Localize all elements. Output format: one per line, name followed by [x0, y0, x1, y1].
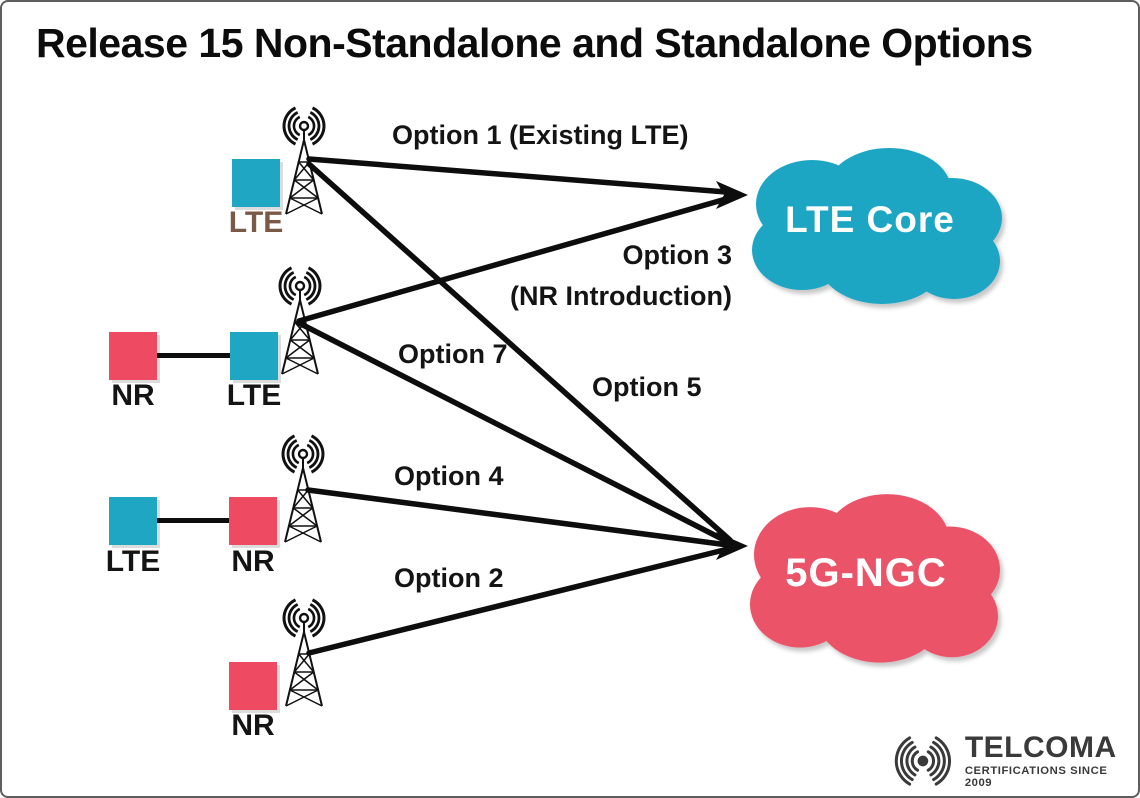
option-3-line [296, 196, 729, 324]
nr-cell-box-3 [229, 497, 277, 545]
option-3-label: Option 3 [622, 240, 733, 270]
option-7-label: Option 7 [398, 339, 508, 369]
option-3-sub-label: (NR Introduction) [510, 281, 732, 311]
5g-ngc-label: 5G-NGC [785, 551, 947, 595]
lte-cell-label-3: LTE [105, 545, 161, 578]
telcoma-logo: TELCOMA CERTIFICATIONS SINCE 2009 [886, 733, 1138, 789]
option-1-label: Option 1 (Existing LTE) [392, 120, 689, 150]
page-title: Release 15 Non-Standalone and Standalone… [36, 20, 1033, 66]
lte-cell-label-2: LTE [226, 379, 282, 412]
lte-cell-box-2 [230, 332, 278, 380]
arrowhead-lte-core-icon [716, 181, 748, 209]
dual-connectivity-link-2 [157, 353, 230, 358]
nr-cell-box-4 [229, 662, 277, 710]
logo-name: TELCOMA [964, 731, 1117, 764]
option-2-line [306, 546, 731, 656]
nr-cell-box-2 [109, 332, 157, 380]
nr-cell-label-4: NR [231, 709, 275, 742]
logo-tagline: CERTIFICATIONS SINCE 2009 [964, 765, 1108, 789]
option-1-line [306, 156, 729, 195]
logo-text-block: TELCOMA CERTIFICATIONS SINCE 2009 [964, 731, 1138, 790]
lte-cell-box-3 [109, 497, 157, 545]
lte-cell-label-1: LTE [228, 206, 284, 239]
nr-cell-label-2: NR [111, 379, 155, 412]
option-5-label: Option 5 [592, 372, 702, 402]
option-7-line [296, 320, 733, 546]
dual-connectivity-link-3 [157, 518, 229, 523]
lte-core-label: LTE Core [785, 199, 955, 240]
option-2-label: Option 2 [394, 563, 504, 593]
option-5-line [306, 161, 733, 543]
option-4-line [305, 487, 731, 548]
radio-waves-icon [894, 736, 951, 786]
nr-cell-label-3: NR [231, 545, 275, 578]
lte-cell-box-1 [232, 159, 280, 207]
option-3-label-block: Option 3 (NR Introduction) [494, 235, 732, 317]
option-4-label: Option 4 [394, 461, 504, 491]
arrowhead-5g-ngc-icon [716, 532, 748, 560]
